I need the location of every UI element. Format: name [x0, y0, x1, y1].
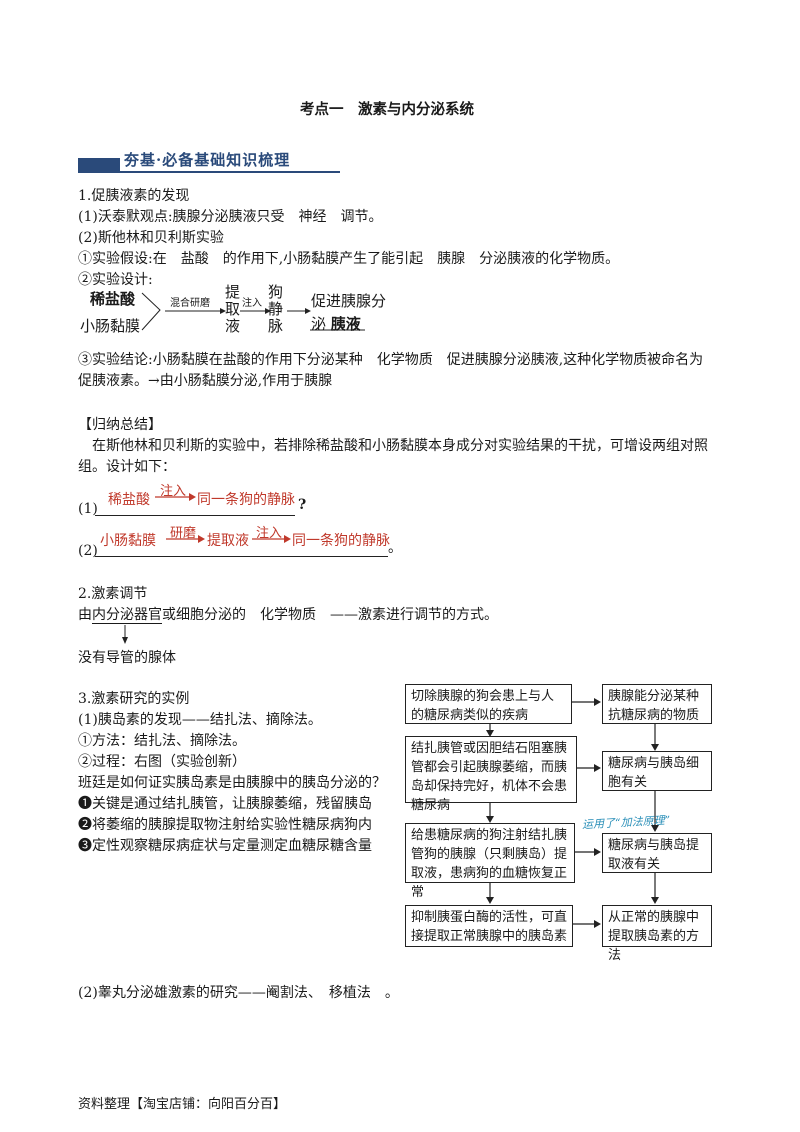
cg1-answer-line [95, 515, 295, 516]
cg1-hcl: 稀盐酸 [108, 492, 150, 508]
flow-left-step-3: 给患糖尿病的狗注射结扎胰管狗的胰腺（只剩胰岛）提取液，患病狗的血糖恢复正常 [405, 823, 575, 900]
diagram-mucosa: 小肠黏膜 [80, 317, 141, 335]
s3-p5: (2)睾丸分泌雄激素的研究——阉割法、 移植法 。 [78, 985, 399, 1001]
cg2-vein: 同一条狗的静脉 [292, 533, 390, 549]
cg1-arrow [155, 493, 196, 501]
summary-heading: 【归纳总结】 [78, 417, 162, 433]
flow-right-step-4: 从正常的胰腺中提取胰岛素的方法 [602, 905, 712, 963]
cg2-arrow2 [252, 535, 291, 543]
page-title: 考点一 激素与内分泌系统 [300, 101, 474, 118]
summary-p2: 组。设计如下： [78, 459, 176, 475]
cg2-grind-label: 研磨 [170, 526, 197, 541]
cg1-vein: 同一条狗的静脉 [197, 492, 295, 508]
s1-p2: (2)斯他林和贝利斯实验 [78, 230, 224, 246]
banner-underline [78, 171, 340, 173]
section-banner: 夯基·必备基础知识梳理 [78, 148, 340, 173]
s2-p1: 由内分泌器官或细胞分泌的 化学物质 ——激素进行调节的方式。 [78, 607, 498, 624]
s1-p1: (1)沃泰默观点:胰腺分泌胰液只受 神经 调节。 [78, 209, 383, 225]
cg2-answer-line [95, 556, 388, 557]
cg2-extract: 提取液 [207, 533, 249, 549]
diagram-result-line1: 促进胰腺分 [311, 292, 387, 310]
cg2-arrow1 [166, 535, 205, 543]
cg1-number: (1) [78, 501, 98, 517]
s3-p3: ②过程：右图（实验创新） [78, 754, 246, 770]
diagram-hcl: 稀盐酸 [90, 290, 136, 308]
cg2-number: (2) [78, 543, 98, 559]
s1-p6: 促胰液素。→由小肠黏膜分泌,作用于胰腺 [78, 373, 333, 389]
s2-note: 没有导管的腺体 [78, 650, 176, 666]
cg2-end-mark: 。 [388, 540, 402, 556]
flow-right-step-2: 糖尿病与胰岛细胞有关 [602, 751, 712, 791]
s2-down-arrow [122, 625, 128, 644]
summary-p1: 在斯他林和贝利斯的实验中，若排除稀盐酸和小肠黏膜本身成分对实验结果的干扰，可增设… [92, 438, 708, 454]
s1-heading: 1.促胰液素的发现 [78, 188, 190, 204]
s3-heading: 3.激素研究的实例 [78, 691, 190, 707]
flowchart-connectors [486, 698, 659, 928]
s1-p4: ②实验设计: [78, 272, 153, 288]
footer-source: 资料整理【淘宝店铺：向阳百分百】 [78, 1097, 287, 1112]
flow-right-step-1: 胰腺能分泌某种抗糖尿病的物质 [602, 684, 712, 724]
s2-heading: 2.激素调节 [78, 586, 148, 602]
s1-p3: ①实验假设:在 盐酸 的作用下,小肠黏膜产生了能引起 胰腺 分泌胰液的化学物质。 [78, 251, 620, 267]
s3-p1: (1)胰岛素的发现——结扎法、摘除法。 [78, 712, 322, 728]
flow-left-step-1: 切除胰腺的狗会患上与人的糖尿病类似的疾病 [405, 684, 572, 724]
banner-bar [78, 158, 120, 171]
cg2-mucosa: 小肠黏膜 [100, 533, 156, 549]
s3-bullet-2: ❷将萎缩的胰腺提取物注射给实验性糖尿病狗内 [78, 817, 372, 833]
cg1-inject-label: 注入 [160, 484, 187, 499]
diagram-grind-label: 混合研磨 [170, 298, 210, 309]
flow-left-step-2: 结扎胰管或因胆结石阻塞胰管都会引起胰腺萎缩，而胰岛却保持完好，机体不会患糖尿病 [405, 736, 577, 813]
diagram-vein: 狗 静 脉 [268, 283, 284, 335]
s1-p5: ③实验结论:小肠黏膜在盐酸的作用下分泌某种 化学物质 促进胰腺分泌胰液,这种化学… [78, 352, 704, 368]
cg1-end-mark: ? [298, 497, 307, 513]
s3-p2: ①方法：结扎法、摘除法。 [78, 733, 246, 749]
banner-text: 夯基·必备基础知识梳理 [124, 151, 291, 169]
cg2-inject-label: 注入 [256, 526, 283, 541]
diagram-result-line2: 泌 胰液 [311, 315, 361, 333]
s3-bullet-1: ❶关键是通过结扎胰管，让胰腺萎缩，残留胰岛 [78, 796, 372, 812]
s3-bullet-3: ❸定性观察糖尿病症状与定量测定血糖尿糖含量 [78, 838, 372, 854]
flow-right-step-3: 糖尿病与胰岛提取液有关 [602, 833, 712, 873]
flow-left-step-4: 抑制胰蛋白酶的活性，可直接提取正常胰腺中的胰岛素 [405, 905, 573, 947]
endocrine-organ-underlined: 内分泌器官 [92, 607, 162, 624]
diagram-extract: 提 取 液 [225, 283, 241, 335]
diagram-inject-label: 注入 [242, 298, 262, 309]
diagram-arrows [141, 292, 365, 331]
s3-p4: 班廷是如何证实胰岛素是由胰腺中的胰岛分泌的？ [78, 775, 386, 791]
